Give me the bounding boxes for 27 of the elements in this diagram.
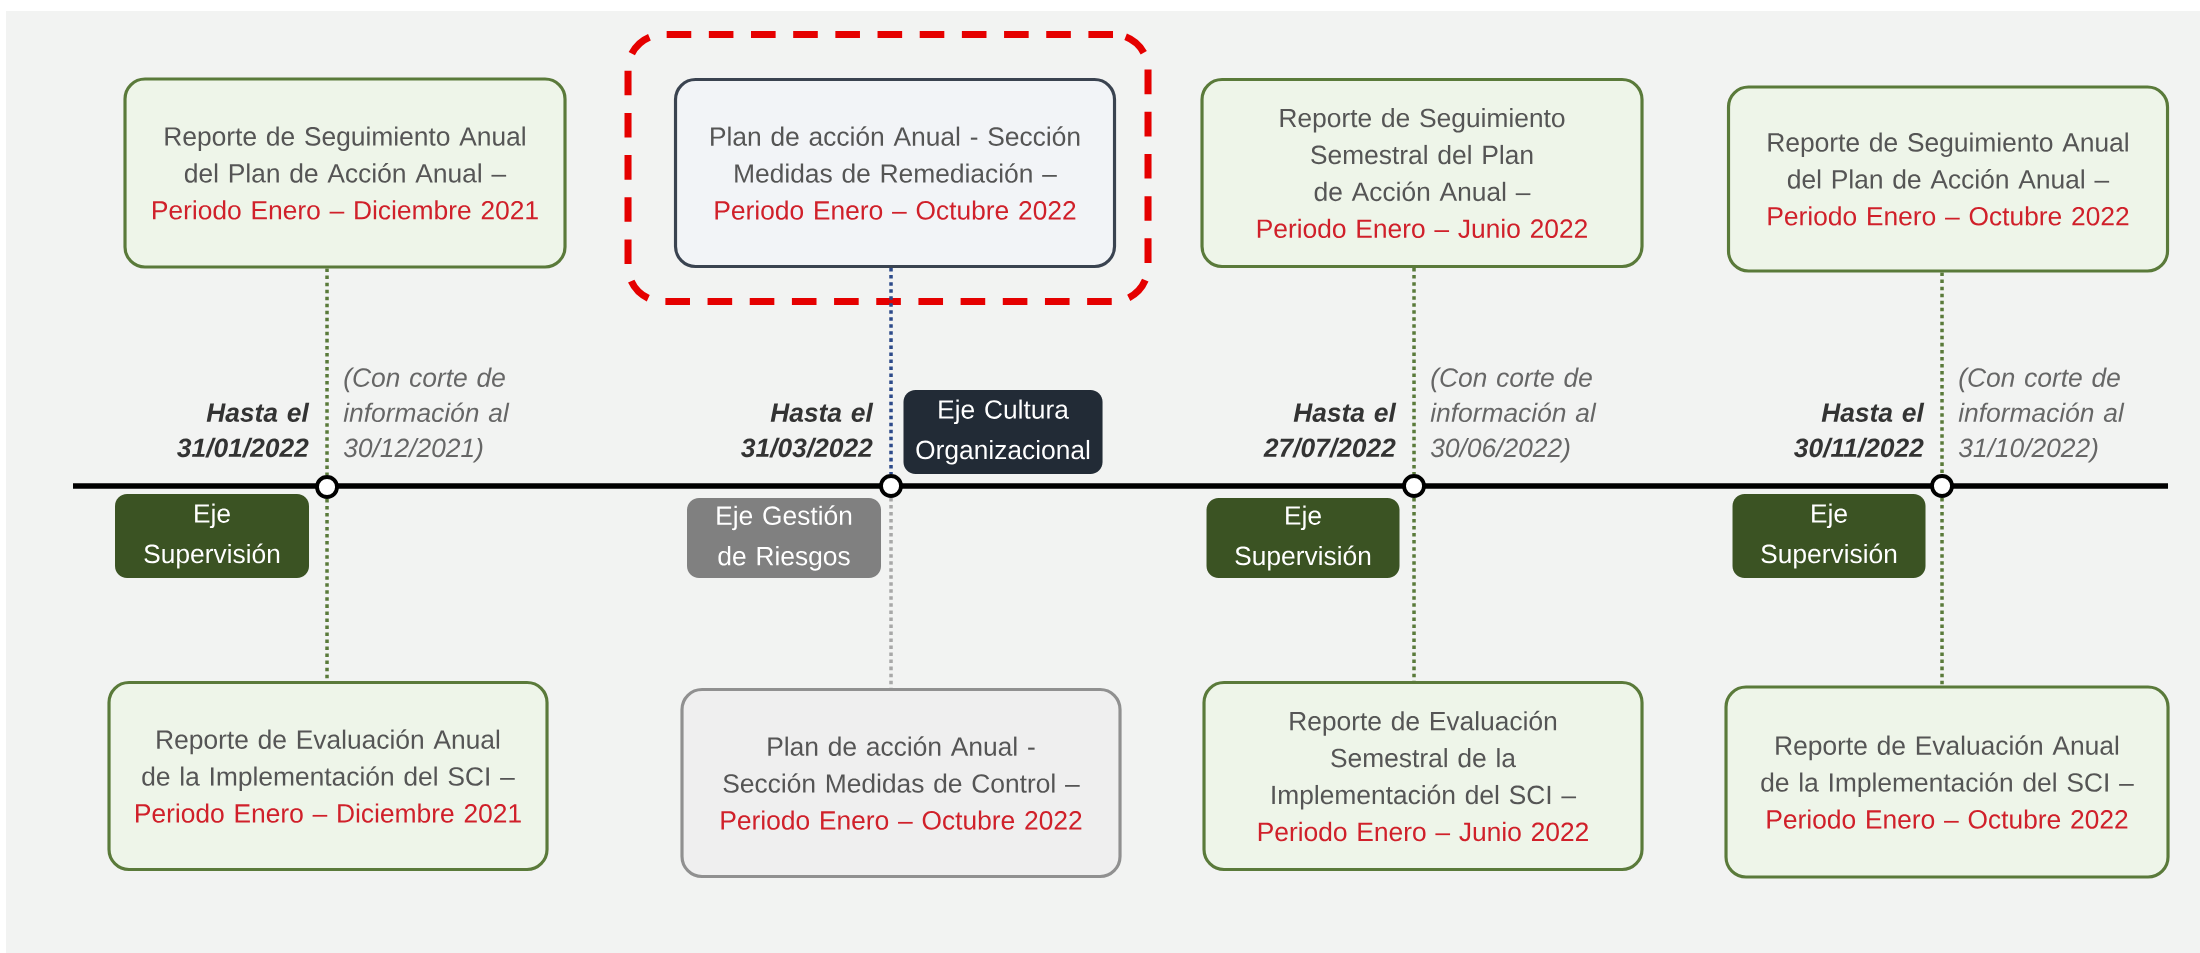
text-box: Reporte de Seguimiento Anual del Plan de Acción Anual – Periodo Enero – Octubre 2022: [1726, 85, 2170, 273]
date-note: (Con corte de información al 30/06/2022): [1430, 367, 1597, 463]
axis-tag: Eje Gestión de Riesgos: [687, 498, 881, 578]
connector-line: [1940, 272, 1944, 475]
connector-line: [325, 498, 329, 681]
date-note: Hasta el 31/03/2022: [741, 402, 874, 458]
date-note: (Con corte de información al 31/10/2022): [1958, 367, 2125, 463]
text-box: Plan de acción Anual - Sección Medidas de Remediación – Periodo Enero – Octubre 2022: [673, 77, 1117, 269]
axis-tag: Eje Cultura Organizacional: [903, 390, 1103, 474]
connector-line: [1412, 268, 1416, 475]
text-box: Reporte de Seguimiento Semestral del Plan de Acción Anual – Periodo Enero – Junio 2022: [1200, 77, 1644, 269]
text-box: Reporte de Evaluación Anual de la Implementación del SCI – Periodo Enero – Octubre 2022: [1724, 685, 2170, 879]
connector-line: [1940, 497, 1944, 686]
axis-tag: Eje Supervisión: [115, 494, 309, 578]
date-note: Hasta el 27/07/2022: [1263, 402, 1397, 458]
connector-line: [325, 268, 329, 476]
connector-line: [889, 268, 893, 475]
text-box: Reporte de Evaluación Anual de la Implementación del SCI – Periodo Enero – Diciembre 2021: [107, 680, 549, 872]
axis-tag: Eje Supervisión: [1206, 498, 1400, 578]
date-note: (Con corte de información al 30/12/2021): [343, 367, 510, 463]
axis-tag: Eje Supervisión: [1732, 494, 1926, 578]
text-box: Reporte de Seguimiento Anual del Plan de Acción Anual – Periodo Enero – Diciembre 2021: [123, 77, 567, 269]
text-box: Reporte de Evaluación Semestral de la Implementación del SCI – Periodo Enero – Junio 2022: [1202, 680, 1644, 872]
text-box: Plan de acción Anual - Sección Medidas de Control – Periodo Enero – Octubre 2022: [680, 687, 1122, 879]
date-note: Hasta el 31/01/2022: [177, 402, 310, 458]
highlight-frame: [624, 30, 1152, 305]
date-note: Hasta el 30/11/2022: [1794, 402, 1925, 458]
